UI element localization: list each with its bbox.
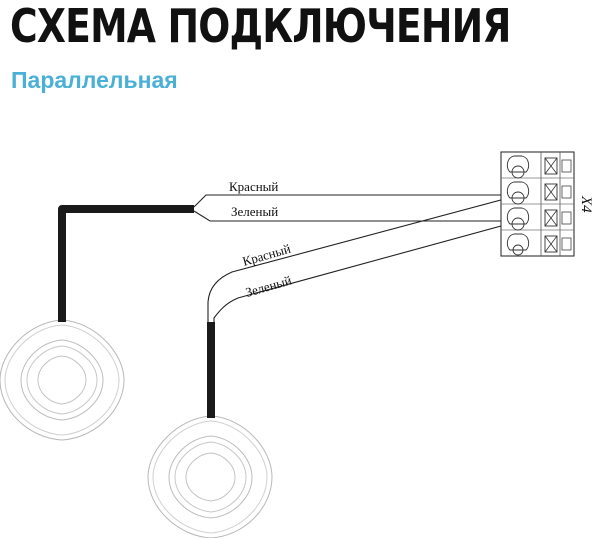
wire-label-red-1: Красный: [229, 179, 278, 194]
wire-label-green-1: Зеленый: [231, 204, 278, 219]
page-title: СХЕМА ПОДКЛЮЧЕНИЯ: [10, 0, 511, 53]
lamp-2: [147, 415, 273, 538]
lamp-1-cable: [58, 205, 194, 322]
lamp-1: [0, 319, 125, 441]
connector-label: X4: [578, 195, 594, 213]
lamp-2-wires: [207, 196, 513, 322]
page-subtitle: Параллельная: [11, 67, 178, 93]
wire-label-green-2: Зеленый: [244, 272, 294, 299]
wire-label-red-2: Красный: [241, 241, 293, 269]
terminal-block-x4: [500, 151, 575, 257]
